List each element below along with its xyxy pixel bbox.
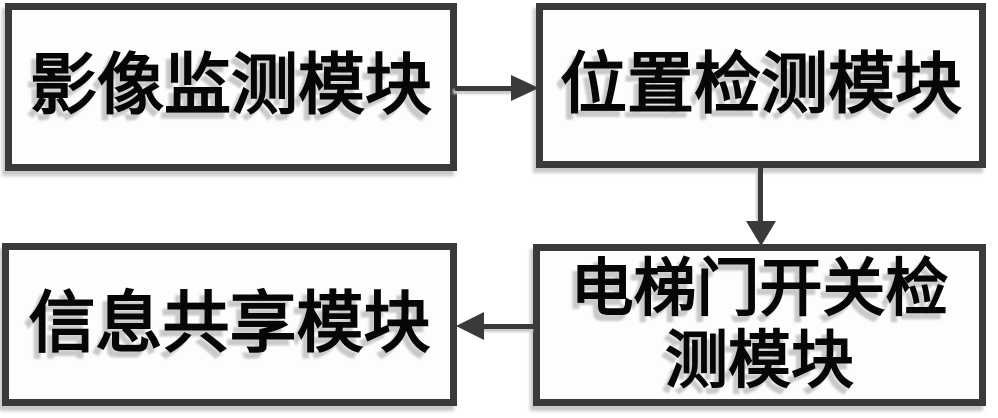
arrow-left-icon <box>456 312 484 340</box>
module-box-image-monitoring: 影像监测模块 <box>5 3 457 171</box>
module-label-position-detection: 位置检测模块 <box>560 47 962 122</box>
module-label-image-monitoring: 影像监测模块 <box>30 49 432 124</box>
arrow-image-to-position-shaft <box>455 86 515 91</box>
module-label-elevator-door-switch-detection: 电梯门开关检测模块 <box>570 253 949 396</box>
arrow-door-to-information-shaft <box>482 324 535 329</box>
module-label-information-sharing: 信息共享模块 <box>28 286 431 361</box>
arrow-right-icon <box>511 75 539 101</box>
module-box-position-detection: 位置检测模块 <box>536 3 986 168</box>
arrow-down-icon <box>746 221 776 246</box>
module-box-elevator-door-switch-detection: 电梯门开关检测模块 <box>533 244 986 406</box>
module-box-information-sharing: 信息共享模块 <box>2 243 457 406</box>
arrow-position-to-door-shaft <box>758 166 763 224</box>
